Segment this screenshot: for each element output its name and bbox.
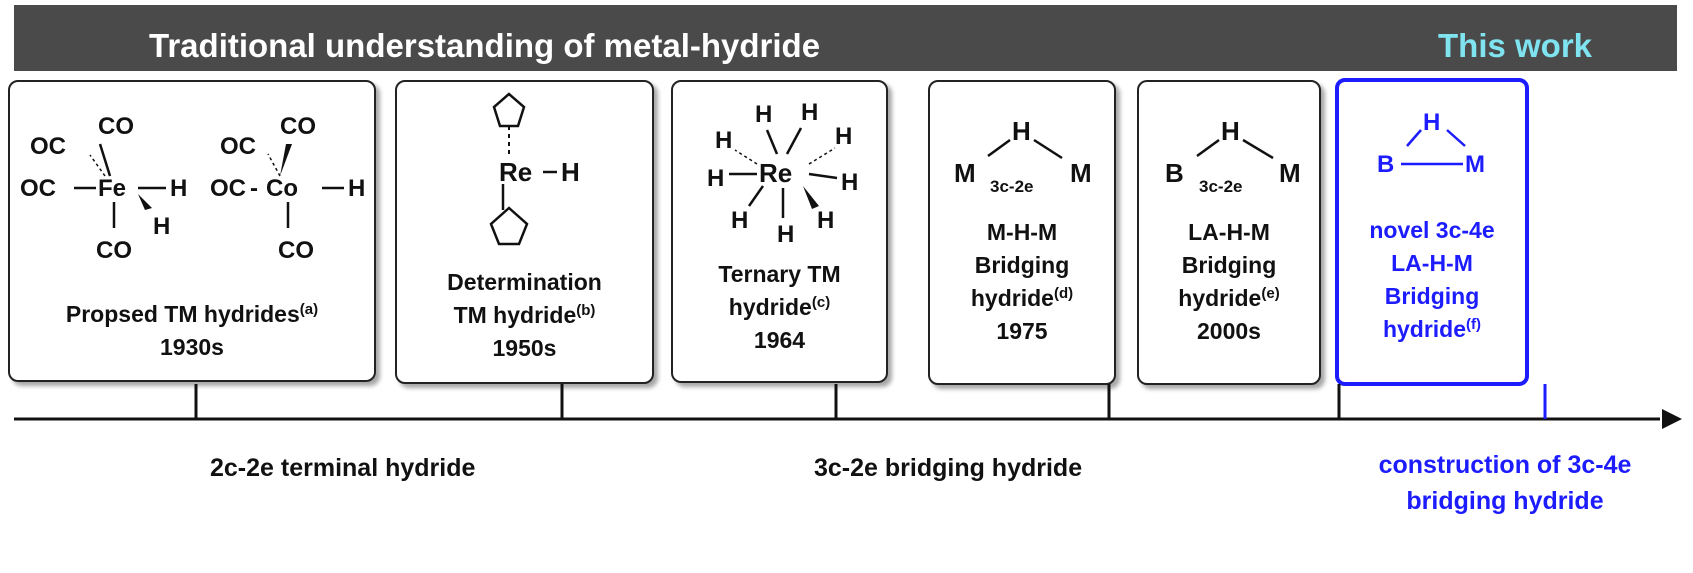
reh9-h-3: H — [715, 127, 732, 154]
reh9-h-9: H — [777, 221, 794, 248]
card-this-work-line1: novel 3c-4e — [1369, 217, 1495, 243]
reh9-h-8: H — [817, 207, 834, 234]
card-1964-line2: hydride — [728, 294, 812, 320]
card-1930s-ref: (a) — [299, 301, 319, 318]
reh9-h-7: H — [731, 207, 748, 234]
card-this-work-line3: Bridging — [1384, 283, 1480, 309]
re-cp-metal: Re — [499, 157, 532, 187]
label-construction-line2: bridging hydride — [1406, 487, 1604, 515]
reh9-h-1: H — [755, 101, 772, 128]
card-1975-ref: (d) — [1053, 285, 1074, 302]
re-cp-h: H — [561, 157, 580, 187]
card-1950s-line2: TM hydride — [453, 302, 577, 328]
reh9-h-5: H — [707, 165, 724, 192]
card-2000s-ref: (e) — [1261, 285, 1280, 302]
card-2000s-line2: Bridging — [1181, 252, 1277, 278]
label-bridging-hydride: 3c-2e bridging hydride — [814, 454, 1083, 482]
header-banner: Traditional understanding of metal-hydri… — [14, 5, 1677, 71]
card-1964-line1: Ternary TM — [718, 261, 841, 287]
co-dash: - — [250, 175, 258, 202]
mhm-h: H — [1012, 116, 1031, 146]
fe-h-wedge: H — [153, 213, 170, 240]
reh9-h-4: H — [835, 123, 852, 150]
card-1975-line2: Bridging — [974, 252, 1070, 278]
fe-co-bottom: CO — [96, 237, 132, 264]
card-this-work-line2: LA-H-M — [1391, 250, 1473, 276]
card-1930s: OC CO OC Fe H H CO OC CO OC - Co H CO Pr… — [8, 80, 376, 382]
mhm-3c-2e: 3c-2e — [990, 177, 1033, 196]
card-1930s-text: Propsed TM hydrides(a) 1930s — [10, 298, 374, 364]
card-1950s-year: 1950s — [492, 335, 557, 361]
card-2000s: H B M 3c-2e LA-H-M Bridging hydride(e) 2… — [1137, 80, 1321, 385]
label-construction: construction of 3c-4e bridging hydride — [1325, 447, 1685, 519]
structure-m-h-m: H M M 3c-2e — [954, 116, 1092, 196]
bhm-new-h: H — [1423, 109, 1440, 136]
card-1950s-line1: Determination — [447, 269, 602, 295]
card-1950s: Re H Determination TM hydride(b) 1950s — [395, 80, 654, 384]
structure-fe-co-hydrides: OC CO OC Fe H H CO OC CO OC - Co H CO — [20, 113, 365, 264]
card-1964-text: Ternary TM hydride(c) 1964 — [673, 258, 886, 357]
reh9-metal: Re — [759, 158, 792, 188]
fe-co-top: CO — [98, 113, 134, 140]
co-metal: Co — [266, 175, 298, 202]
card-1950s-text: Determination TM hydride(b) 1950s — [397, 266, 652, 365]
co-co-bottom: CO — [278, 237, 314, 264]
card-2000s-year: 2000s — [1197, 318, 1261, 344]
card-1975-line3: hydride — [970, 285, 1054, 311]
card-1975-year: 1975 — [996, 318, 1048, 344]
bhm-new-m: M — [1465, 151, 1485, 178]
banner-title: Traditional understanding of metal-hydri… — [149, 27, 821, 64]
reh9-h-2: H — [801, 99, 818, 126]
card-1930s-line1: Propsed TM hydrides — [65, 301, 300, 327]
co-co-top: CO — [280, 113, 316, 140]
card-this-work-line4: hydride — [1382, 316, 1467, 342]
card-1964: H H H H H Re H H H H Ternary TM hydride(… — [671, 80, 888, 383]
mhm-m-left: M — [954, 158, 976, 188]
reh9-h-6: H — [841, 169, 858, 196]
structure-reh9: H H H H H Re H H H H — [707, 99, 858, 248]
card-1964-ref: (c) — [811, 294, 831, 311]
card-1950s-ref: (b) — [576, 302, 596, 319]
card-1975: H M M 3c-2e M-H-M Bridging hydride(d) 19… — [928, 80, 1116, 385]
fe-h-right: H — [170, 175, 187, 202]
fe-oc-left: OC — [20, 175, 56, 202]
card-1975-line1: M-H-M — [986, 219, 1058, 245]
card-2000s-text: LA-H-M Bridging hydride(e) 2000s — [1139, 216, 1319, 348]
timeline-arrowhead — [1662, 409, 1682, 429]
bhm-new-b: B — [1377, 151, 1394, 178]
card-this-work-text: novel 3c-4e LA-H-M Bridging hydride(f) — [1339, 214, 1525, 346]
card-1930s-year: 1930s — [160, 334, 224, 360]
mhm-m-right: M — [1070, 158, 1092, 188]
structure-b-h-m: H B M 3c-2e — [1165, 116, 1301, 196]
card-1975-text: M-H-M Bridging hydride(d) 1975 — [930, 216, 1114, 348]
bhm-3c-2e: 3c-2e — [1199, 177, 1242, 196]
structure-cp2-re-h: Re H — [489, 92, 580, 246]
bhm-m: M — [1279, 158, 1301, 188]
card-2000s-line1: LA-H-M — [1188, 219, 1270, 245]
fe-oc-top: OC — [30, 133, 66, 160]
card-2000s-line3: hydride — [1178, 285, 1262, 311]
banner-this-work: This work — [1438, 27, 1593, 64]
label-terminal-hydride: 2c-2e terminal hydride — [210, 454, 476, 482]
co-h-right: H — [348, 175, 365, 202]
label-construction-line1: construction of 3c-4e — [1378, 451, 1632, 479]
fe-metal: Fe — [98, 175, 126, 202]
co-oc-left: OC — [210, 175, 246, 202]
card-this-work: H B M novel 3c-4e LA-H-M Bridging hydrid… — [1335, 78, 1529, 386]
structure-b-h-m-3c4e: H B M — [1377, 109, 1485, 178]
co-oc-top: OC — [220, 133, 256, 160]
bhm-b: B — [1165, 158, 1184, 188]
bhm-h: H — [1221, 116, 1240, 146]
card-this-work-ref: (f) — [1466, 316, 1482, 333]
card-1964-year: 1964 — [753, 327, 806, 353]
